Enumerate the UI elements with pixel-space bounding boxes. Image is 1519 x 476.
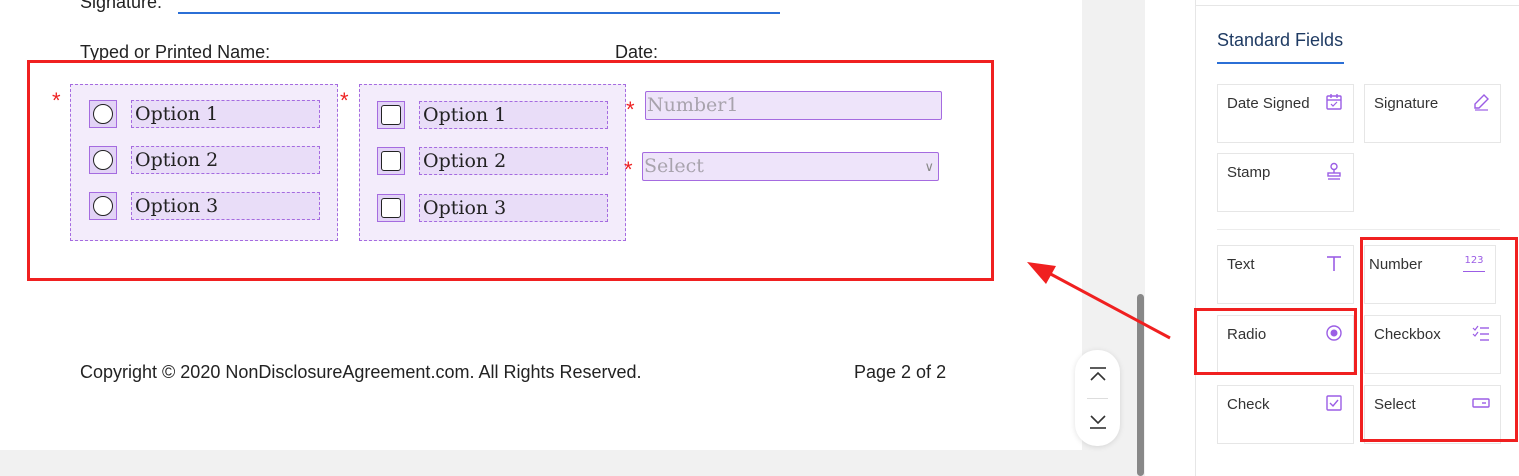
radio-option-label: Option 1 bbox=[131, 100, 320, 128]
field-label: Date Signed bbox=[1227, 95, 1310, 112]
field-label: Select bbox=[1374, 396, 1416, 413]
date-label: Date: bbox=[615, 42, 659, 62]
document-viewer: Signature: Typed or Printed Name: Date: … bbox=[0, 0, 1145, 476]
panel-top-divider bbox=[1196, 5, 1519, 6]
select-placeholder: Select bbox=[644, 155, 704, 177]
field-signature[interactable]: Signature bbox=[1364, 84, 1501, 143]
field-number[interactable]: Number 123 bbox=[1364, 245, 1496, 304]
checkbox-option-row[interactable]: Option 3 bbox=[377, 194, 608, 222]
field-radio[interactable]: Radio bbox=[1217, 315, 1354, 374]
radio-icon bbox=[1326, 325, 1342, 341]
checkbox-option-label: Option 2 bbox=[419, 147, 608, 175]
radio-option-label: Option 3 bbox=[131, 192, 320, 220]
scroll-to-bottom-icon[interactable] bbox=[1085, 408, 1110, 433]
tab-standard-fields[interactable]: Standard Fields bbox=[1217, 30, 1344, 50]
radio-button[interactable] bbox=[89, 192, 117, 220]
scrollbar-thumb[interactable] bbox=[1137, 294, 1144, 476]
fields-panel: Standard Fields Date Signed Signature St… bbox=[1195, 0, 1519, 476]
field-label: Stamp bbox=[1227, 164, 1271, 181]
checkbox-option-row[interactable]: Option 2 bbox=[377, 147, 608, 175]
fields-sidebar: Standard Fields Date Signed Signature St… bbox=[1145, 0, 1519, 476]
scroll-to-top-icon[interactable] bbox=[1085, 362, 1110, 387]
page-navigation bbox=[1075, 350, 1120, 446]
radio-option-row[interactable]: Option 1 bbox=[89, 100, 320, 128]
field-stamp[interactable]: Stamp bbox=[1217, 153, 1354, 212]
radio-option-row[interactable]: Option 3 bbox=[89, 192, 320, 220]
text-icon bbox=[1327, 256, 1341, 271]
radio-required-marker: * bbox=[52, 88, 61, 113]
chevron-down-icon: ∨ bbox=[924, 160, 934, 175]
field-select[interactable]: Select bbox=[1364, 385, 1501, 444]
radio-option-label: Option 2 bbox=[131, 146, 320, 174]
field-label: Radio bbox=[1227, 326, 1267, 343]
checkbox-option-label: Option 1 bbox=[419, 101, 608, 129]
field-check[interactable]: Check bbox=[1217, 385, 1354, 444]
select-icon bbox=[1472, 398, 1490, 408]
field-label: Signature bbox=[1374, 95, 1439, 112]
radio-group-field[interactable]: Option 1 Option 2 Option 3 bbox=[70, 84, 338, 241]
signature-label: Signature: bbox=[80, 0, 163, 12]
field-text[interactable]: Text bbox=[1217, 245, 1354, 304]
field-label: Checkbox bbox=[1374, 326, 1441, 343]
radio-option-row[interactable]: Option 2 bbox=[89, 146, 320, 174]
annotation-highlight-box bbox=[27, 60, 994, 281]
annotation-box-radio bbox=[1194, 308, 1357, 375]
field-label: Text bbox=[1227, 256, 1255, 273]
field-checkbox[interactable]: Checkbox bbox=[1364, 315, 1501, 374]
field-date-signed[interactable]: Date Signed bbox=[1217, 84, 1354, 143]
nav-divider bbox=[1087, 398, 1108, 399]
checkbox-option-label: Option 3 bbox=[419, 194, 608, 222]
number-icon: 123 bbox=[1463, 254, 1485, 272]
tab-active-underline bbox=[1217, 62, 1344, 64]
checkbox-group-field[interactable]: Option 1 Option 2 Option 3 bbox=[359, 84, 626, 241]
number-field[interactable]: Number1 bbox=[645, 91, 942, 120]
checkbox[interactable] bbox=[377, 101, 405, 129]
select-required-marker: * bbox=[624, 157, 633, 182]
checkbox-option-row[interactable]: Option 1 bbox=[377, 101, 608, 129]
annotation-box-number-select bbox=[1360, 237, 1518, 442]
document-page: Signature: Typed or Printed Name: Date: … bbox=[0, 0, 1082, 450]
checkbox-required-marker: * bbox=[340, 88, 349, 113]
pen-icon bbox=[1474, 94, 1489, 111]
checkbox[interactable] bbox=[377, 147, 405, 175]
signature-line bbox=[178, 12, 780, 14]
checkbox[interactable] bbox=[377, 194, 405, 222]
checklist-icon bbox=[1472, 325, 1489, 341]
radio-button[interactable] bbox=[89, 146, 117, 174]
typed-name-label: Typed or Printed Name: bbox=[80, 42, 271, 62]
footer-copyright: Copyright © 2020 NonDisclosureAgreement.… bbox=[80, 362, 642, 382]
check-icon bbox=[1326, 395, 1342, 411]
radio-button[interactable] bbox=[89, 100, 117, 128]
calendar-icon bbox=[1326, 94, 1342, 110]
field-label: Number bbox=[1369, 256, 1423, 273]
stamp-icon bbox=[1327, 162, 1341, 180]
field-label: Check bbox=[1227, 396, 1270, 413]
footer-page-number: Page 2 of 2 bbox=[854, 362, 947, 382]
select-field[interactable]: Select ∨ bbox=[642, 152, 939, 181]
section-divider bbox=[1217, 229, 1500, 230]
number-required-marker: * bbox=[626, 97, 635, 122]
